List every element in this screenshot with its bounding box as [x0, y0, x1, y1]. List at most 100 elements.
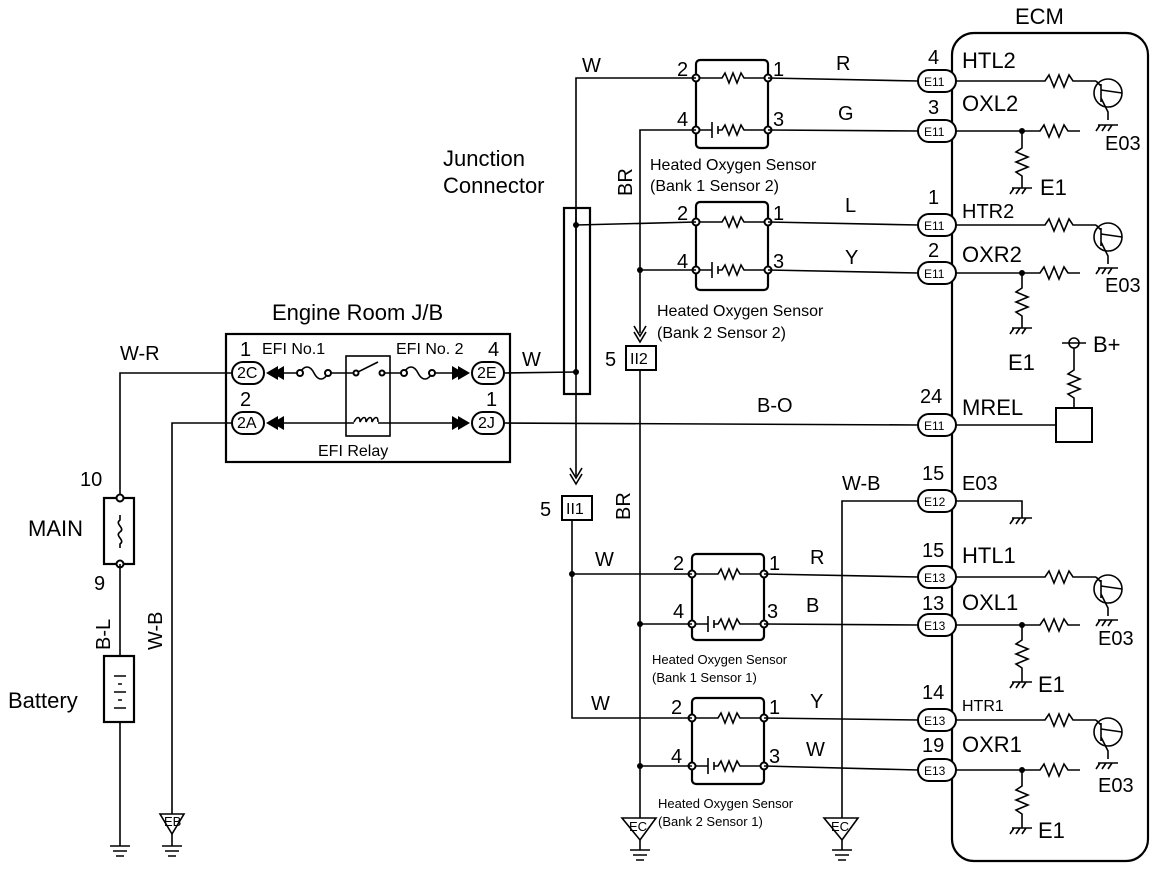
ecm-pin-htl1: HTL1: [962, 543, 1016, 568]
connector-arrow-icon: [266, 416, 284, 430]
pin-number: 4: [677, 109, 688, 131]
wire-color-label: G: [838, 103, 854, 125]
ecm-pin-mrel: MREL: [962, 395, 1023, 420]
bplus-label: B+: [1093, 332, 1121, 357]
connector-arrow-icon: [633, 325, 647, 344]
ground-label: EB: [164, 814, 181, 829]
ecm-title: ECM: [1015, 4, 1064, 29]
wire-color-label: B: [806, 595, 819, 617]
connector-label: E13: [924, 714, 946, 728]
ground-label: EC: [831, 819, 849, 834]
resistor-icon: [1013, 770, 1031, 828]
jb-title: Engine Room J/B: [272, 300, 443, 325]
battery-icon: [102, 654, 136, 724]
wire-color-label: BR: [615, 168, 637, 196]
ground-ec-sensors: EC: [620, 817, 658, 861]
sensor-bank2-sensor2: 2 1 4 3 Heated Oxygen Sensor (Bank 2 Sen…: [657, 200, 824, 342]
wire-color-label: W: [806, 739, 825, 761]
junction-sublabel: Connector: [443, 173, 545, 198]
connector-arrow-icon: [569, 467, 583, 486]
wire-color-label: W: [591, 693, 610, 715]
connector-label: E11: [924, 267, 945, 281]
resistor-icon: [1013, 131, 1031, 188]
ecm-pin-e03: E03: [962, 473, 998, 495]
wire-color-label: W: [522, 349, 541, 371]
ground-icon: [956, 500, 1032, 525]
sensor-sublabel: (Bank 2 Sensor 2): [657, 325, 786, 342]
fuse-icon: [390, 366, 452, 380]
pin-number: 1: [240, 339, 251, 361]
ecm-outline: [950, 31, 1150, 863]
pin-number: 4: [677, 251, 688, 273]
ecm-pin-oxl2: OXL2: [962, 91, 1018, 116]
ground-icon: [1095, 619, 1118, 627]
wire-color-label: W: [595, 549, 614, 571]
pin-number: 5: [540, 499, 551, 521]
efi-relay-icon: [345, 355, 391, 437]
ecm-internal: E03 E1 E03 E1 B+ E03: [956, 72, 1141, 843]
heater-resistor-icon: [692, 710, 764, 726]
connector-label: E13: [924, 764, 946, 778]
sensor-element-icon: [696, 262, 768, 278]
sensor-label: Heated Oxygen Sensor: [652, 652, 788, 667]
pin-number: 3: [769, 746, 780, 768]
wire-color-label: B-L: [93, 619, 115, 650]
pin-number: 2: [677, 203, 688, 225]
fuse-label: EFI No.1: [262, 341, 325, 358]
connector-label: 2A: [237, 415, 257, 432]
ground-triangle-icon: [158, 813, 186, 836]
wire-color-label: R: [810, 547, 824, 569]
e03-label: E03: [1105, 275, 1141, 297]
wire-color-label: R: [836, 53, 850, 75]
pin-number: 5: [605, 349, 616, 371]
wire-color-label: L: [845, 195, 856, 217]
pin-number: 2: [928, 240, 939, 262]
e1-label: E1: [1008, 350, 1035, 375]
ecm-pin-oxr1: OXR1: [962, 732, 1022, 757]
sensor-label: Heated Oxygen Sensor: [658, 796, 794, 811]
connector-label: E11: [924, 419, 945, 433]
pin-number: 19: [922, 735, 944, 757]
jb-external-wires: W B-O W-R W-B: [119, 343, 919, 814]
main-label: MAIN: [28, 516, 83, 541]
connector-ii1: [561, 495, 593, 521]
pin-number: 24: [920, 386, 942, 408]
sensor-sublabel: (Bank 1 Sensor 2): [650, 178, 779, 195]
pin-number: 15: [922, 540, 944, 562]
resistor-icon: [956, 711, 1096, 729]
ground-icon: [1009, 681, 1032, 689]
junction-label: Junction: [443, 146, 525, 171]
connector-label: E11: [924, 75, 945, 89]
pin-number: 10: [80, 469, 102, 491]
ecm-pin-htl2: HTL2: [962, 48, 1016, 73]
heater-resistor-icon: [692, 566, 764, 582]
wire-color-label: W: [582, 55, 601, 77]
ground-icon: [1095, 762, 1118, 770]
pin-number: 1: [769, 553, 780, 575]
e03-label: E03: [1098, 775, 1134, 797]
ecm-pin-htr2: HTR2: [962, 201, 1014, 223]
resistor-icon: [956, 761, 1080, 779]
engine-room-jb: Engine Room J/B 2C 1 2A 2 2E 4 2J 1 EFI …: [224, 300, 512, 464]
pin-number: 15: [922, 463, 944, 485]
wire-color-label: W-R: [120, 343, 160, 365]
ground-icon: [1009, 187, 1032, 195]
resistor-icon: [956, 616, 1080, 634]
ecm-block: ECM: [950, 4, 1150, 863]
wire-color-label: Y: [845, 247, 858, 269]
sensor-label: Heated Oxygen Sensor: [650, 157, 817, 174]
fuse-icon: [284, 366, 348, 380]
resistor-icon: [1065, 348, 1083, 408]
pin-number: 1: [486, 389, 497, 411]
resistor-icon: [1013, 273, 1031, 328]
ground-eb: EB: [158, 813, 186, 857]
pin-number: 1: [773, 203, 784, 225]
wire-color-label: B-O: [757, 395, 793, 417]
pin-number: 2: [240, 389, 251, 411]
connector-label: E11: [924, 125, 945, 139]
relay-driver-box: [1055, 407, 1093, 443]
ecm-connectors: E11 4 HTL2 E11 3 OXL2 E11 1 HTR2 E11 2 O…: [917, 47, 1023, 782]
sensor-sublabel: (Bank 1 Sensor 1): [652, 670, 757, 685]
ground-icon: [1095, 267, 1118, 275]
